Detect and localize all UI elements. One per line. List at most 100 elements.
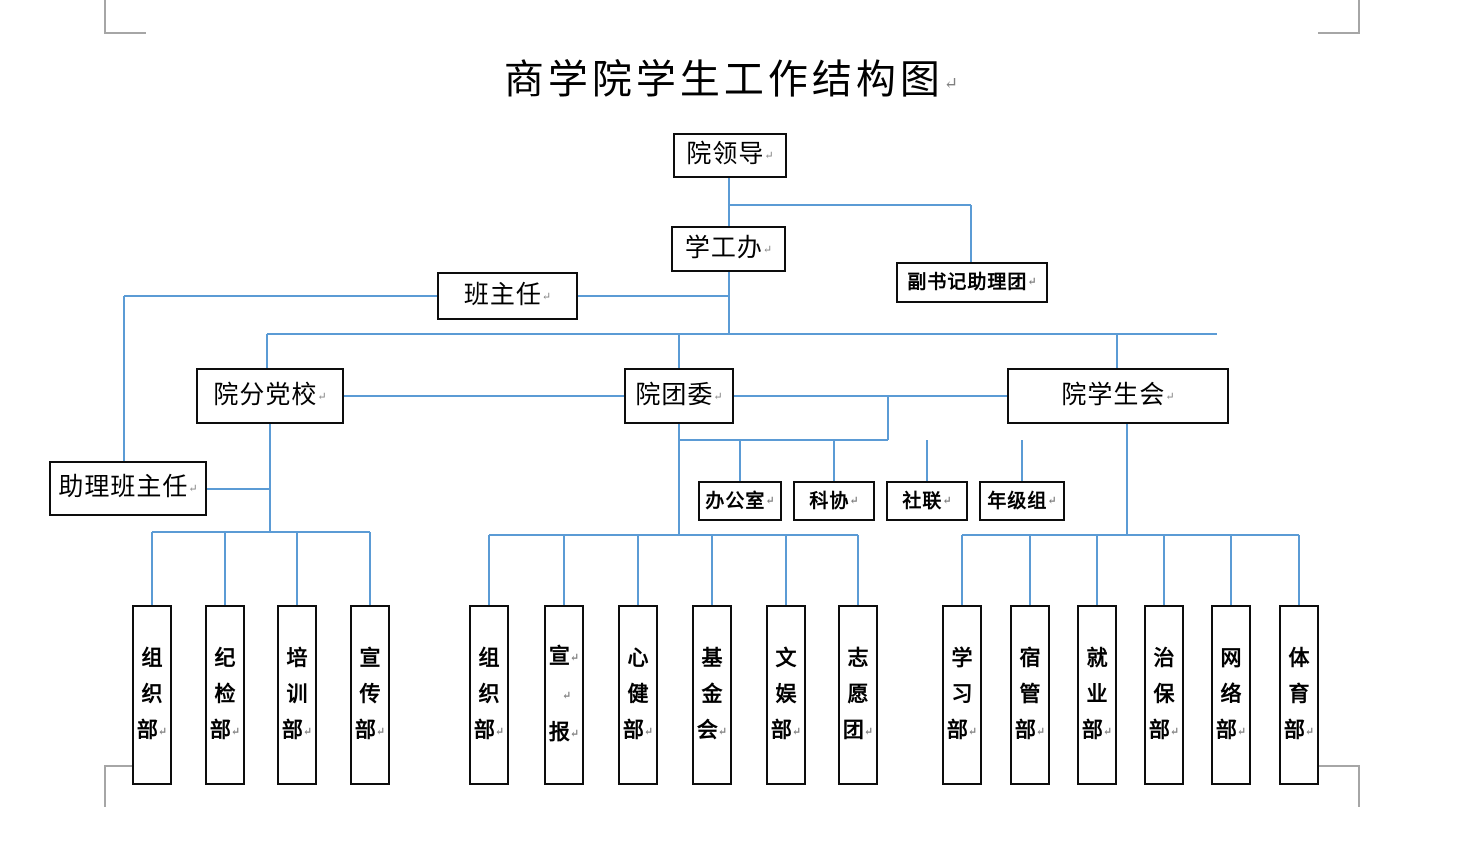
node-label-char: 部↵ bbox=[209, 718, 241, 742]
node-label: 网络部↵ bbox=[1216, 640, 1246, 750]
node-label: 院学生会↵ bbox=[1061, 381, 1175, 409]
node-peixunbu[interactable]: 培训部↵ bbox=[277, 605, 317, 785]
paragraph-mark-icon: ↵ bbox=[1027, 276, 1037, 288]
node-jijianbu[interactable]: 纪检部↵ bbox=[205, 605, 245, 785]
paragraph-mark-icon: ↵ bbox=[765, 494, 775, 507]
paragraph-mark-icon: ↵ bbox=[569, 652, 580, 664]
node-yuan-lingdao[interactable]: 院领导↵ bbox=[673, 133, 787, 178]
node-label-char: 保 bbox=[1153, 682, 1175, 706]
paragraph-mark-icon: ↵ bbox=[942, 494, 952, 507]
node-tiyubu[interactable]: 体育部↵ bbox=[1279, 605, 1319, 785]
node-label-char: 织 bbox=[478, 682, 500, 706]
node-xue-gong-ban[interactable]: 学工办↵ bbox=[671, 226, 786, 272]
node-label-char: 络 bbox=[1220, 682, 1242, 706]
paragraph-mark-icon: ↵ bbox=[494, 726, 505, 738]
node-zhuli-ban-zhuren[interactable]: 助理班主任↵ bbox=[49, 461, 207, 516]
node-wenyubu[interactable]: 文娱部↵ bbox=[766, 605, 806, 785]
node-label-char: 管 bbox=[1019, 682, 1041, 706]
node-label-char: 纪 bbox=[214, 646, 236, 670]
node-yuan-tuanwei[interactable]: 院团委↵ bbox=[624, 368, 734, 424]
node-label-char: 育 bbox=[1288, 682, 1310, 706]
node-label: 志愿团↵ bbox=[843, 640, 873, 750]
node-label-char: 组 bbox=[478, 646, 500, 670]
node-she-lian[interactable]: 社联↵ bbox=[886, 481, 968, 521]
node-yuan-fen-dangxiao[interactable]: 院分党校↵ bbox=[196, 368, 344, 424]
node-label: 社联↵ bbox=[902, 490, 952, 512]
node-label-char: 报↵ bbox=[548, 720, 580, 744]
node-label-char: 学 bbox=[951, 646, 973, 670]
node-label-char: 培 bbox=[286, 646, 308, 670]
node-ban-zhuren[interactable]: 班主任↵ bbox=[437, 272, 578, 320]
paragraph-mark-icon: ↵ bbox=[967, 726, 978, 738]
node-label: 心健部↵ bbox=[623, 640, 653, 750]
node-zhibaobu[interactable]: 治保部↵ bbox=[1144, 605, 1184, 785]
paragraph-mark-icon: ↵ bbox=[157, 726, 168, 738]
node-label: 院团委↵ bbox=[635, 381, 723, 409]
node-label-char: 治 bbox=[1153, 646, 1175, 670]
node-label-char: 会↵ bbox=[696, 718, 728, 742]
node-label: 体育部↵ bbox=[1284, 640, 1314, 750]
paragraph-mark-icon: ↵ bbox=[863, 726, 874, 738]
node-label-char: 文 bbox=[775, 646, 797, 670]
node-xuanbao[interactable]: 宣↵ ↵ 报↵ bbox=[544, 605, 584, 785]
node-xuexibu[interactable]: 学习部↵ bbox=[942, 605, 982, 785]
node-jiuyebu[interactable]: 就业部↵ bbox=[1077, 605, 1117, 785]
node-label: 组织部↵ bbox=[137, 640, 167, 750]
node-label-char: 宣↵ bbox=[548, 644, 580, 668]
node-label-char: 织 bbox=[141, 682, 163, 706]
paragraph-mark-icon: ↵ bbox=[713, 390, 723, 403]
page-title-text: 商学院学生工作结构图 bbox=[503, 57, 944, 102]
node-nian-ji-zu[interactable]: 年级组↵ bbox=[979, 481, 1065, 521]
paragraph-mark-icon: ↵ bbox=[1047, 494, 1057, 507]
paragraph-mark-icon: ↵ bbox=[188, 483, 198, 495]
node-label-char: 业 bbox=[1086, 682, 1108, 706]
node-label-char: 部↵ bbox=[1283, 718, 1315, 742]
node-jijinhui[interactable]: 基金会↵ bbox=[692, 605, 732, 785]
paragraph-mark-icon: ↵ bbox=[943, 74, 959, 93]
node-ban-gong-shi[interactable]: 办公室↵ bbox=[698, 481, 782, 521]
node-label-char: 部↵ bbox=[1215, 718, 1247, 742]
node-zhiyuantuan[interactable]: 志愿团↵ bbox=[838, 605, 878, 785]
node-label-char: 部↵ bbox=[473, 718, 505, 742]
node-label-char: 网 bbox=[1220, 646, 1242, 670]
paragraph-mark-icon: ↵ bbox=[230, 726, 241, 738]
node-label: 学工办↵ bbox=[684, 234, 773, 262]
paragraph-mark-icon: ↵ bbox=[1236, 726, 1247, 738]
node-label-char: 部↵ bbox=[1014, 718, 1046, 742]
node-label: 治保部↵ bbox=[1149, 640, 1179, 750]
node-label: 文娱部↵ bbox=[771, 640, 801, 750]
node-label-char: 团↵ bbox=[842, 718, 874, 742]
node-ke-xie[interactable]: 科协↵ bbox=[793, 481, 875, 521]
node-label: 科协↵ bbox=[809, 490, 859, 512]
paragraph-mark-icon: ↵ bbox=[1169, 726, 1180, 738]
paragraph-mark-icon: ↵ bbox=[562, 690, 572, 702]
node-label-char: 就 bbox=[1086, 646, 1108, 670]
paragraph-mark-icon: ↵ bbox=[1102, 726, 1113, 738]
node-suguanbu[interactable]: 宿管部↵ bbox=[1010, 605, 1050, 785]
node-label-char: 检 bbox=[214, 682, 236, 706]
paragraph-mark-icon: ↵ bbox=[1165, 390, 1175, 403]
node-label: 宿管部↵ bbox=[1015, 640, 1045, 750]
node-wangluobu[interactable]: 网络部↵ bbox=[1211, 605, 1251, 785]
node-label: 院分党校↵ bbox=[213, 381, 327, 409]
node-label-char: 传 bbox=[359, 682, 381, 706]
node-zuzhibu-2[interactable]: 组织部↵ bbox=[469, 605, 509, 785]
node-label: 宣传部↵ bbox=[355, 640, 385, 750]
node-label: 班主任↵ bbox=[463, 281, 552, 309]
node-zuzhibu-1[interactable]: 组织部↵ bbox=[132, 605, 172, 785]
node-label-char: 组 bbox=[141, 646, 163, 670]
node-label-char: 宿 bbox=[1019, 646, 1041, 670]
node-label-char: 娱 bbox=[775, 682, 797, 706]
paragraph-mark-icon: ↵ bbox=[541, 290, 552, 303]
node-label-char: 习 bbox=[951, 682, 973, 706]
node-label-char: 志 bbox=[847, 646, 869, 670]
node-label: 学习部↵ bbox=[947, 640, 977, 750]
node-xinjianbu[interactable]: 心健部↵ bbox=[618, 605, 658, 785]
node-xuanchuanbu[interactable]: 宣传部↵ bbox=[350, 605, 390, 785]
node-fu-shuji-zhulituan[interactable]: 副书记助理团↵ bbox=[896, 262, 1048, 303]
node-label: 基金会↵ bbox=[697, 640, 727, 750]
node-label: 年级组↵ bbox=[987, 490, 1057, 512]
node-yuan-xueshenghui[interactable]: 院学生会↵ bbox=[1007, 368, 1229, 424]
